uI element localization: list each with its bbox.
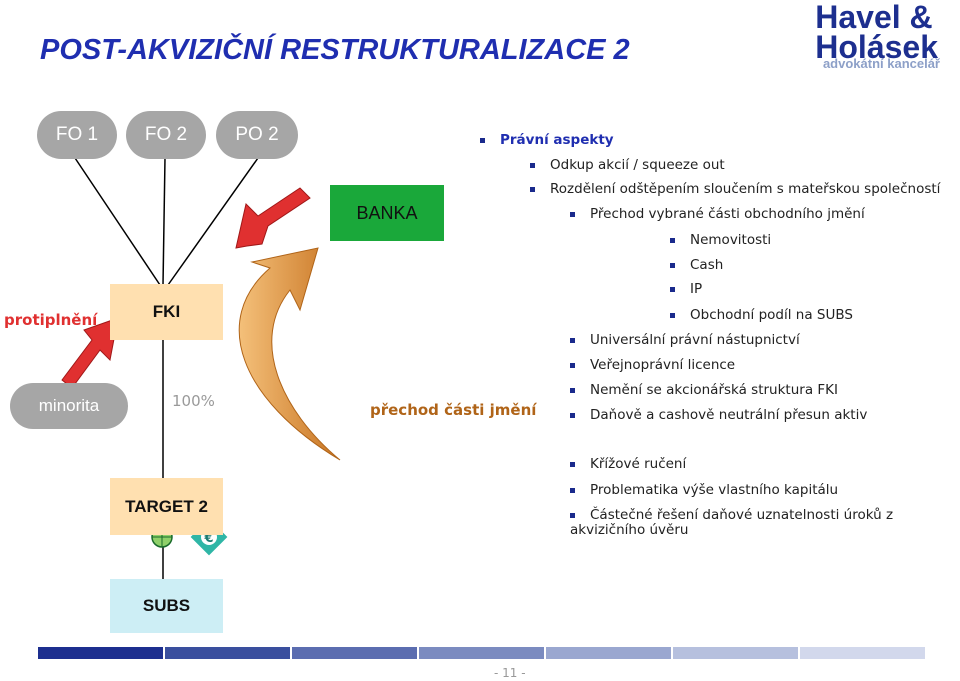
list-item: Křížové ručení [570,456,686,472]
transfer-arrow-icon [238,247,341,461]
protiplneni-label: protiplnění [4,311,98,329]
logo-tagline: advokátní kancelář [822,56,940,71]
subs-box: SUBS [110,579,223,633]
bullet-heading: Právní aspekty [480,132,614,148]
target-box: TARGET 2 [110,478,223,535]
list-item: Nemění se akcionářská struktura FKI [570,382,838,398]
list-item: Rozdělení odštěpením sloučením s mateřsk… [530,181,940,197]
list-item: Přechod vybrané části obchodního jmění [570,206,865,222]
owner-fo2: FO 2 [126,111,206,159]
owner-link-1 [74,157,161,286]
page-number: - 11 - [494,666,526,680]
list-item: Universální právní nástupnictví [570,332,800,348]
list-item: Daňově a cashově neutrální přesun aktiv [570,407,867,423]
footer-bar-7 [800,647,925,659]
list-item: Veřejnoprávní licence [570,357,735,373]
logo-line1: Havel & [815,0,933,35]
list-item: Nemovitosti [670,232,771,248]
list-item: IP [670,281,702,297]
fki-box: FKI [110,284,223,340]
owner-po2: PO 2 [216,111,298,159]
svg-text:€: € [203,531,213,546]
list-item: Obchodní podíl na SUBS [670,307,853,323]
owner-link-2 [162,157,166,286]
owner-fo1: FO 1 [37,111,117,159]
owner-link-3 [167,157,259,286]
footer-bar-3 [292,647,417,659]
footer-bar-1 [38,647,163,659]
list-item-continuation: akvizičního úvěru [570,522,689,538]
list-item: Problematika výše vlastního kapitálu [570,482,838,498]
heading-text: Právní aspekty [500,132,614,148]
red-arrow-banka-icon [235,187,311,249]
minorita-pill: minorita [10,383,128,429]
logo-line2: Holásek [815,29,938,65]
banka-box: BANKA [330,185,444,241]
footer-bar-5 [546,647,671,659]
page-title: POST-AKVIZIČNÍ RESTRUKTURALIZACE 2 [40,34,630,66]
list-item: Částečné řešení daňové uznatelnosti úrok… [570,507,893,523]
prechod-label: přechod části jmění [370,401,537,419]
list-item: Odkup akcií / squeeze out [530,157,725,173]
footer-bar-2 [165,647,290,659]
footer-bar-6 [673,647,798,659]
percent-label: 100% [172,392,215,410]
footer-bar-4 [419,647,544,659]
list-item: Cash [670,257,723,273]
firm-logo: Havel & Holásek [815,0,938,65]
